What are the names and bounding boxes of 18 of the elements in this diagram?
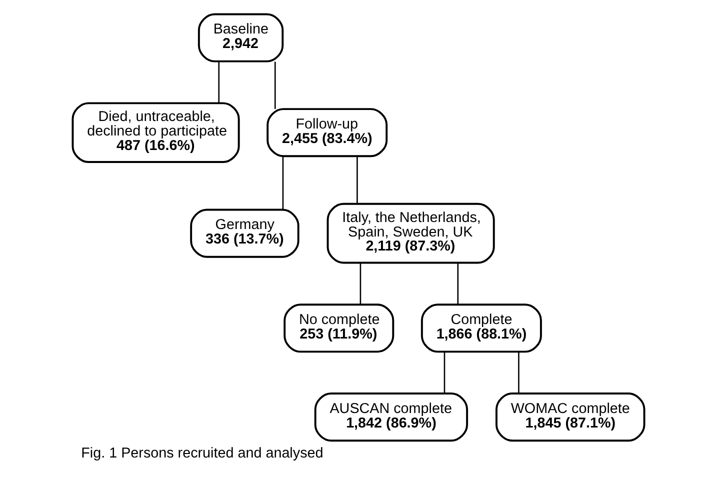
node-box: Complete 1,866 (88.1%) [420, 303, 542, 352]
node-box: No complete 253 (11.9%) [284, 303, 394, 352]
connector [218, 61, 220, 102]
connector [444, 351, 446, 393]
caption: Fig. 1 Persons recruited and analysed [81, 444, 324, 461]
connector [274, 61, 276, 108]
connector [360, 262, 362, 304]
node-box: Follow-up 2,455 (83.4%) [266, 108, 388, 157]
connector [356, 156, 358, 204]
node-box: Baseline 2,942 [198, 12, 284, 62]
node-box: Died, untraceable, declined to participate 487 (16.6%) [72, 102, 240, 162]
connector [282, 156, 284, 210]
connector [457, 262, 459, 304]
connector [518, 351, 520, 393]
node-box: Italy, the Netherlands, Spain, Sweden, UK 2,119 (87.3%) [326, 202, 495, 264]
node-box: WOMAC complete 1,845 (87.1%) [496, 392, 646, 442]
node-box: AUSCAN complete 1,842 (86.9%) [314, 392, 468, 442]
node-box: Germany 336 (13.7%) [190, 208, 300, 258]
